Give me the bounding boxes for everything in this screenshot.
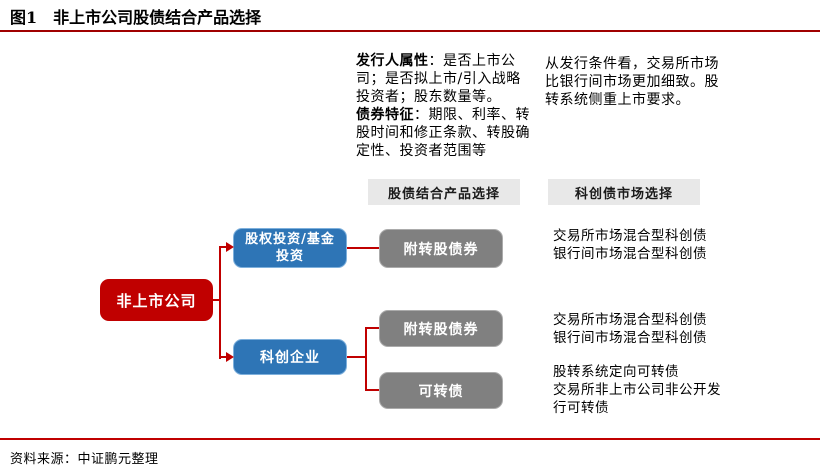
source-line: 资料来源：中证鹏元整理	[10, 452, 159, 467]
annotation-equity-markets: 交易所市场混合型科创债 银行间市场混合型科创债	[553, 228, 707, 262]
issuer-bond-note: 发行人属性：是否上市公司；是否拟上市/引入战略投资者；股东数量等。 债券特征：期…	[356, 52, 532, 160]
annotation-tech-markets-2: 股转系统定向可转债 交易所非上市公司非公开发行可转债	[553, 364, 721, 416]
node-bond-with-warrants-2: 附转股债券	[379, 310, 503, 347]
issuer-note-label: 发行人属性	[356, 53, 429, 69]
footer-rule	[0, 438, 820, 440]
market-condition-note: 从发行条件看，交易所市场比银行间市场更加细致。股转系统侧重上市要求。	[545, 56, 719, 108]
connector-to-equity-branch	[219, 246, 227, 248]
connector-equity-to-product	[347, 247, 379, 249]
connector-tech-stub	[347, 356, 367, 358]
connector-to-convertible-bond	[365, 389, 379, 391]
column-header-product-selection: 股债结合产品选择	[368, 179, 520, 205]
issuer-note: 发行人属性：是否上市公司；是否拟上市/引入战略投资者；股东数量等。	[356, 52, 532, 106]
issuer-note-text: ：是否上市公司；是否拟上市/引入战略投资者；股东数量等。	[356, 53, 521, 105]
node-equity-fund-investment: 股权投资/基金 投资	[233, 228, 347, 268]
annotation-tech-markets-1: 交易所市场混合型科创债 银行间市场混合型科创债	[553, 312, 707, 346]
bond-note: 债券特征：期限、利率、转股时间和修正条款、转股确定性、投资者范围等	[356, 106, 532, 160]
connector-tech-vertical	[365, 327, 367, 391]
node-bond-with-warrants-1: 附转股债券	[379, 229, 503, 268]
connector-to-tech-branch	[219, 356, 227, 358]
connector-root-stub	[213, 299, 221, 301]
bond-note-text: ：期限、利率、转股时间和修正条款、转股确定性、投资者范围等	[356, 107, 530, 159]
connector-to-bond-with-warrants	[365, 327, 379, 329]
figure-number: 图1	[10, 8, 38, 27]
connector-main-vertical	[219, 246, 221, 359]
arrowhead-tech-branch	[226, 352, 234, 362]
figure-title-text: 非上市公司股债结合产品选择	[53, 8, 262, 27]
arrowhead-equity-branch	[226, 242, 234, 252]
node-convertible-bond: 可转债	[379, 372, 503, 409]
figure-title: 图1 非上市公司股债结合产品选择	[10, 4, 261, 28]
title-rule	[0, 30, 820, 32]
node-unlisted-company: 非上市公司	[100, 279, 213, 321]
column-header-market-selection: 科创债市场选择	[548, 179, 700, 205]
bond-note-label: 债券特征	[356, 107, 414, 123]
node-tech-enterprise: 科创企业	[233, 339, 347, 375]
